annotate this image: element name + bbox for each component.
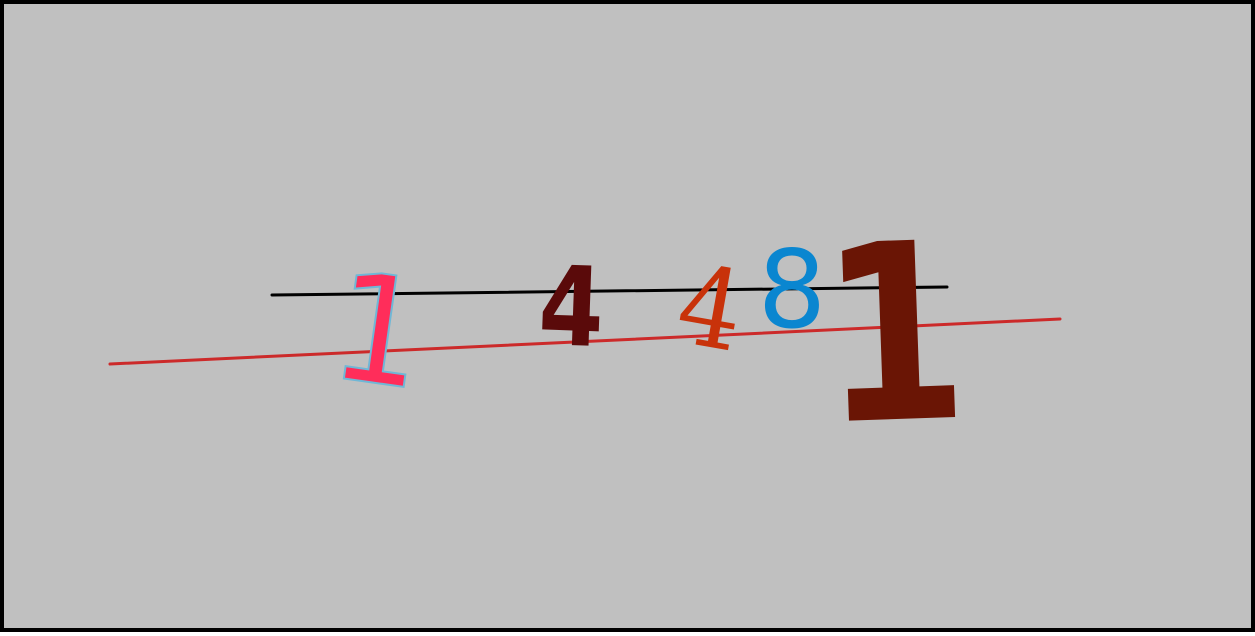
captcha-digit-5: 1 — [817, 189, 972, 479]
noise-line-black — [270, 285, 949, 297]
captcha-digit-3: 4 — [668, 240, 752, 377]
captcha-digit-2: 4 — [537, 243, 606, 373]
captcha-image: 1 4 4 8 1 — [108, 189, 1062, 480]
noise-line-red — [108, 317, 1062, 366]
captcha-digit-1: 1 — [319, 239, 433, 424]
captcha-digit-4: 8 — [758, 228, 827, 353]
